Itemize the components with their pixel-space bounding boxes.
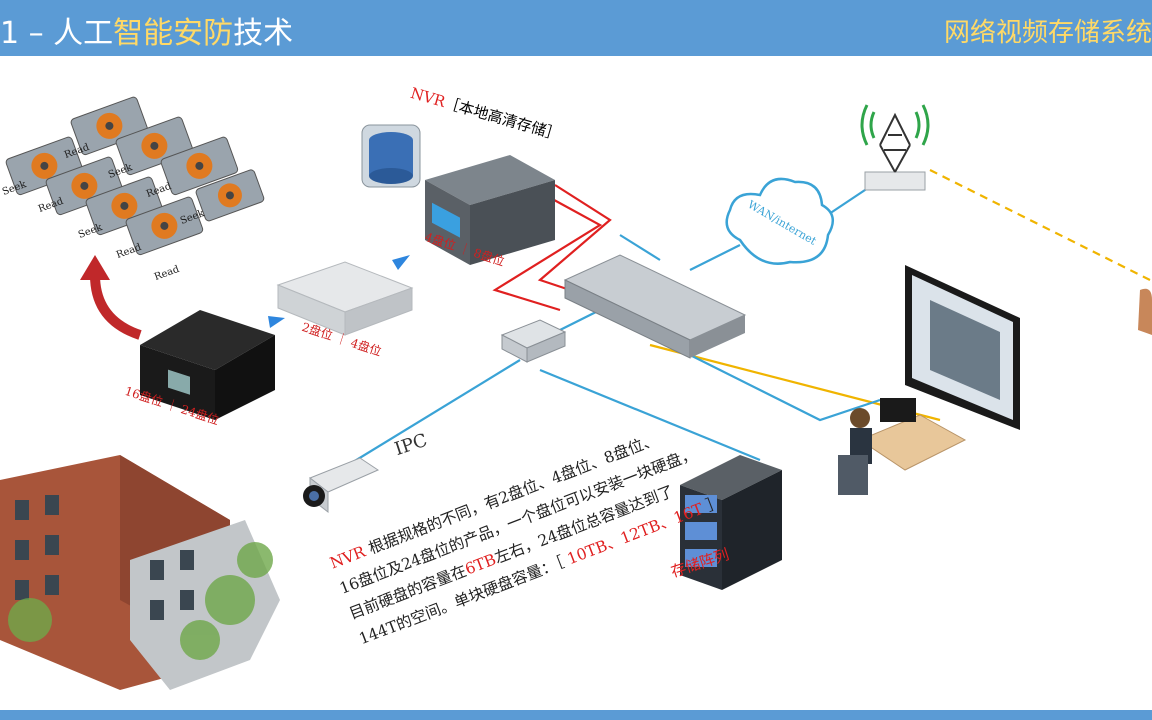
red-arrow-head — [80, 255, 110, 280]
building-illustration — [0, 455, 280, 690]
storage-array — [680, 455, 782, 590]
ipc-camera-icon — [303, 457, 380, 514]
wireless-link — [929, 169, 1151, 281]
tower-icon — [860, 104, 930, 191]
poe-switch — [500, 319, 567, 363]
blue-link-ipc — [339, 359, 521, 471]
blue-link-storage — [539, 368, 761, 462]
monitor-wall — [905, 265, 1020, 430]
nvr-medium-device — [276, 261, 414, 336]
operator-desk — [838, 398, 967, 495]
nvr-large-device — [425, 155, 555, 265]
nvr-black-device — [140, 310, 275, 420]
person-partial — [1138, 288, 1152, 335]
blue-arrow-1 — [392, 255, 410, 270]
database-icon — [361, 124, 421, 188]
red-arrow — [90, 274, 142, 340]
blue-link-a — [619, 234, 661, 261]
red-link-nvr-2 — [492, 194, 603, 312]
footer-bar — [0, 710, 1152, 720]
blue-link-operator — [689, 354, 881, 422]
blue-arrow-2 — [268, 316, 285, 328]
network-switch — [563, 254, 747, 359]
hdd-grid — [5, 96, 265, 256]
blue-link-wan — [689, 244, 741, 271]
section-title: 网络视频存储系统 — [943, 18, 1152, 48]
header-bar: 1 – 人工智能安防技术 网络视频存储系统 — [0, 0, 1152, 56]
cloud-icon — [725, 177, 835, 265]
slide-title: 1 – 人工智能安防技术 — [0, 16, 294, 51]
